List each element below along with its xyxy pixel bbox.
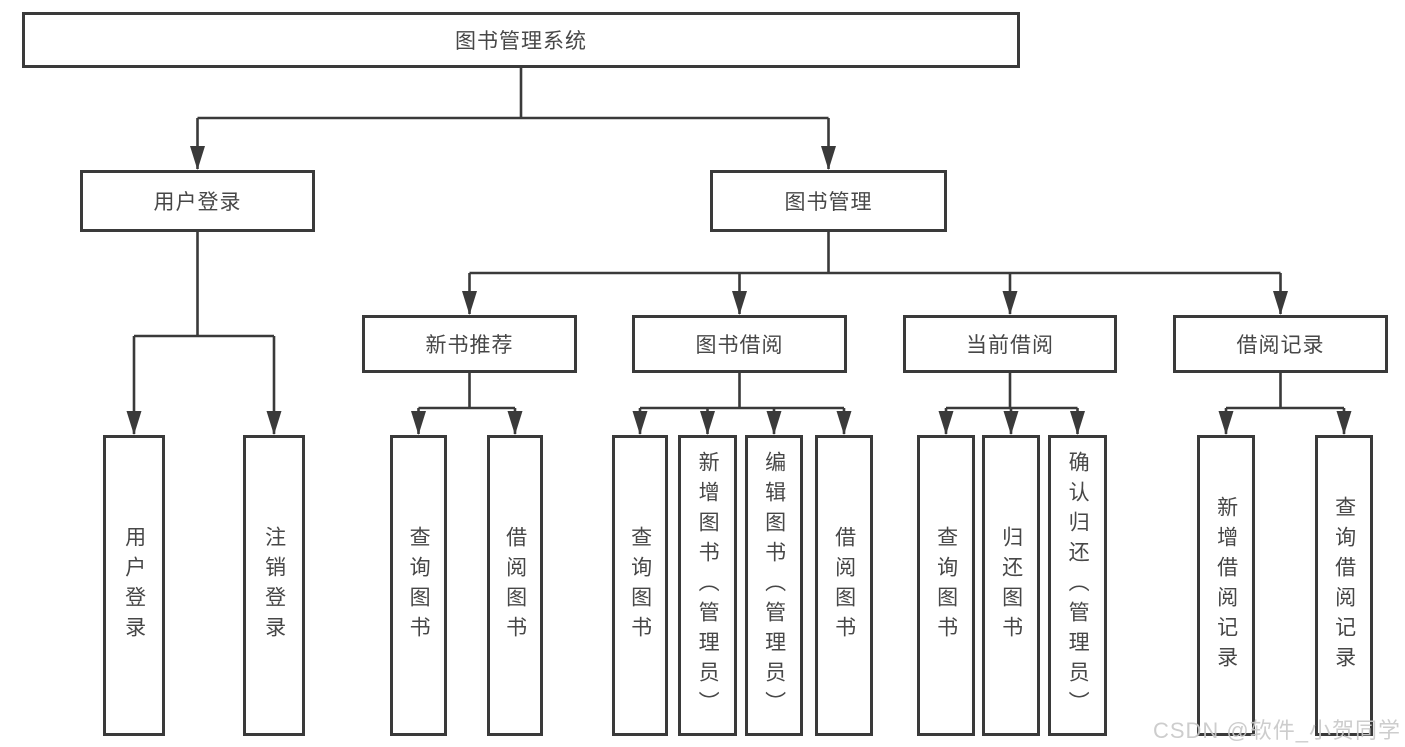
leaf-add-borrow-record: 新增借阅记录 (1197, 435, 1255, 736)
node-label: 当前借阅 (966, 334, 1054, 357)
node-label: 注销登录 (262, 525, 286, 646)
node-label: 图书管理系统 (455, 30, 587, 53)
node-label: 图书管理 (784, 191, 873, 214)
leaf-edit-books-admin: 编辑图书（管理员） (745, 435, 803, 736)
node-new-book-recommendation: 新书推荐 (362, 315, 577, 373)
leaf-query-borrow-record: 查询借阅记录 (1315, 435, 1373, 736)
leaf-confirm-return-admin: 确认归还（管理员） (1048, 435, 1107, 736)
node-label: 借阅图书 (503, 525, 527, 646)
node-label: 归还图书 (999, 525, 1023, 646)
node-user-login-module: 用户登录 (80, 170, 315, 232)
node-label: 确认归还（管理员） (1066, 450, 1090, 721)
node-label: 用户登录 (153, 191, 242, 214)
leaf-query-books-borrowing: 查询图书 (612, 435, 668, 736)
node-library-system-root: 图书管理系统 (22, 12, 1020, 68)
node-borrowing-records: 借阅记录 (1173, 315, 1388, 373)
node-book-borrowing: 图书借阅 (632, 315, 847, 373)
node-label: 借阅记录 (1236, 334, 1325, 357)
node-current-borrowing: 当前借阅 (903, 315, 1117, 373)
leaf-borrow-books-borrowing: 借阅图书 (815, 435, 873, 736)
leaf-query-books-recommend: 查询图书 (390, 435, 447, 736)
node-label: 新增借阅记录 (1214, 495, 1238, 676)
node-book-management-module: 图书管理 (710, 170, 947, 232)
leaf-borrow-books-recommend: 借阅图书 (487, 435, 543, 736)
leaf-query-books-current: 查询图书 (917, 435, 975, 736)
node-label: 编辑图书（管理员） (762, 450, 786, 721)
node-label: 查询图书 (934, 525, 958, 646)
node-label: 查询图书 (407, 525, 431, 646)
node-label: 新书推荐 (425, 334, 514, 357)
leaf-logout: 注销登录 (243, 435, 305, 736)
leaf-user-login: 用户登录 (103, 435, 165, 736)
node-label: 图书借阅 (695, 334, 784, 357)
csdn-watermark: CSDN @软件_小贺同学 (1152, 718, 1401, 743)
leaf-return-books: 归还图书 (982, 435, 1040, 736)
node-label: 新增图书（管理员） (696, 450, 720, 721)
node-label: 用户登录 (122, 525, 146, 646)
node-label: 查询借阅记录 (1332, 495, 1356, 676)
leaf-add-books-admin: 新增图书（管理员） (678, 435, 737, 736)
node-label: 借阅图书 (832, 525, 856, 646)
node-label: 查询图书 (628, 525, 652, 646)
